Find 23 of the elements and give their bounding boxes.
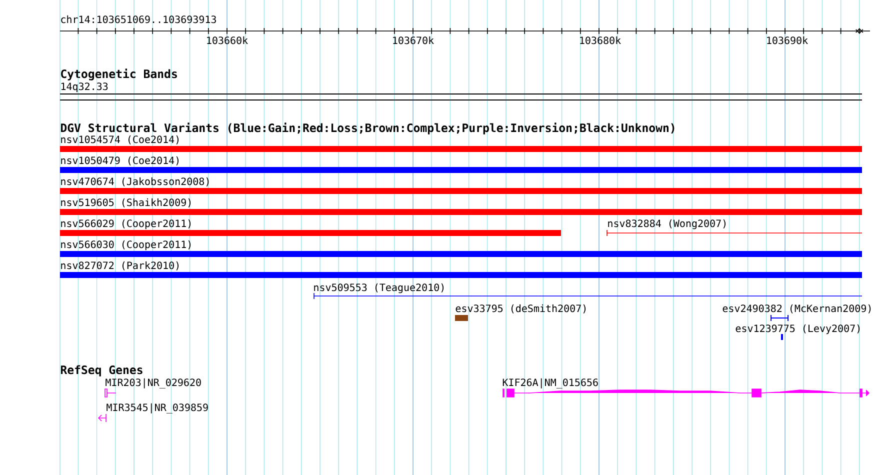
feature-label: nsv519605 (Shaikh2009): [61, 198, 191, 208]
track-title: DGV Structural Variants (Blue:Gain;Red:Loss;Brown:Complex;Purple:Inversion;Black:Unknown): [60, 122, 674, 134]
feature-label: MIR3545|NR_039859: [106, 403, 208, 414]
tick-label: 103680k: [580, 36, 621, 44]
feature-label: nsv566029 (Cooper2011): [61, 219, 191, 230]
feature-label: esv1239775 (Levy2007): [736, 324, 860, 334]
location-label: chr14:103651069..103693913: [61, 15, 216, 24]
feature-label: nsv827072 (Park2010): [61, 261, 179, 270]
feature-label: MIR203|NR_029620: [106, 378, 201, 388]
tick-label: 103660k: [207, 36, 248, 44]
track-title: RefSeq Genes: [60, 365, 142, 376]
feature-label: nsv1050479 (Coe2014): [61, 156, 179, 166]
feature-label: KIF26A|NM_015656: [502, 378, 598, 388]
feature-label: nsv566030 (Cooper2011): [61, 240, 191, 250]
feature-label: esv2490382 (McKernan2009): [722, 304, 871, 314]
feature-label: nsv470674 (Jakobsson2008): [61, 177, 209, 186]
feature-label: 14q32.33: [61, 82, 108, 92]
feature-label: nsv509553 (Teague2010): [314, 283, 444, 294]
feature-label: nsv1054574 (Coe2014): [61, 135, 179, 144]
tick-label: 103690k: [767, 36, 808, 44]
feature-label: esv33795 (deSmith2007): [456, 304, 586, 314]
feature-label: nsv832884 (Wong2007): [608, 219, 726, 230]
tick-label: 103670k: [393, 36, 434, 44]
